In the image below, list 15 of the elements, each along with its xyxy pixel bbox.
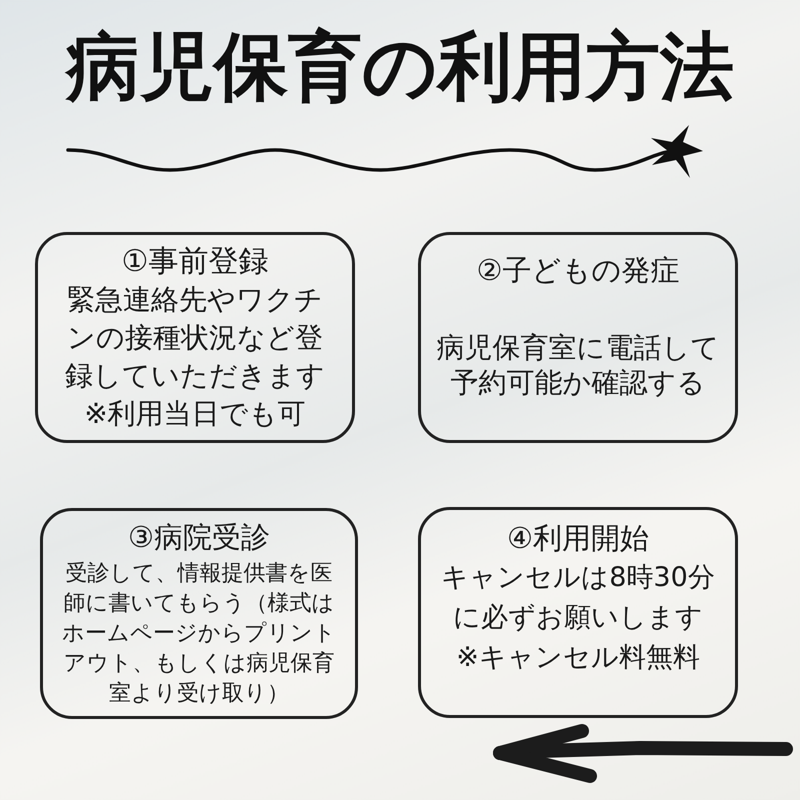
step-heading: ②子どもの発症 bbox=[476, 252, 680, 289]
step-text: 緊急連絡先やワクチンの接種状況など登録していただきます bbox=[64, 282, 326, 394]
step-box bbox=[35, 232, 355, 443]
step-box bbox=[418, 507, 738, 718]
step-heading: ④利用開始 bbox=[507, 520, 649, 557]
step-text: キャンセルは8時30分に必ずお願いします bbox=[440, 561, 716, 635]
step-heading: ③病院受診 bbox=[128, 519, 270, 555]
step-box bbox=[418, 232, 738, 443]
step-text: 受診して、情報提供書を医師に書いてもらう（様式はホームページからプリントアウト、もしくは病児保育室より受け取り） bbox=[61, 560, 337, 708]
title: 病児保育の利用方法 bbox=[66, 23, 734, 112]
step-text: 病児保育室に電話して予約可能か確認する bbox=[436, 330, 720, 400]
note-text: ※利用当日でも可 bbox=[84, 396, 306, 432]
step-box bbox=[40, 508, 358, 719]
note-text: ※キャンセル料無料 bbox=[456, 641, 700, 675]
step-heading: ①事前登録 bbox=[122, 243, 268, 281]
